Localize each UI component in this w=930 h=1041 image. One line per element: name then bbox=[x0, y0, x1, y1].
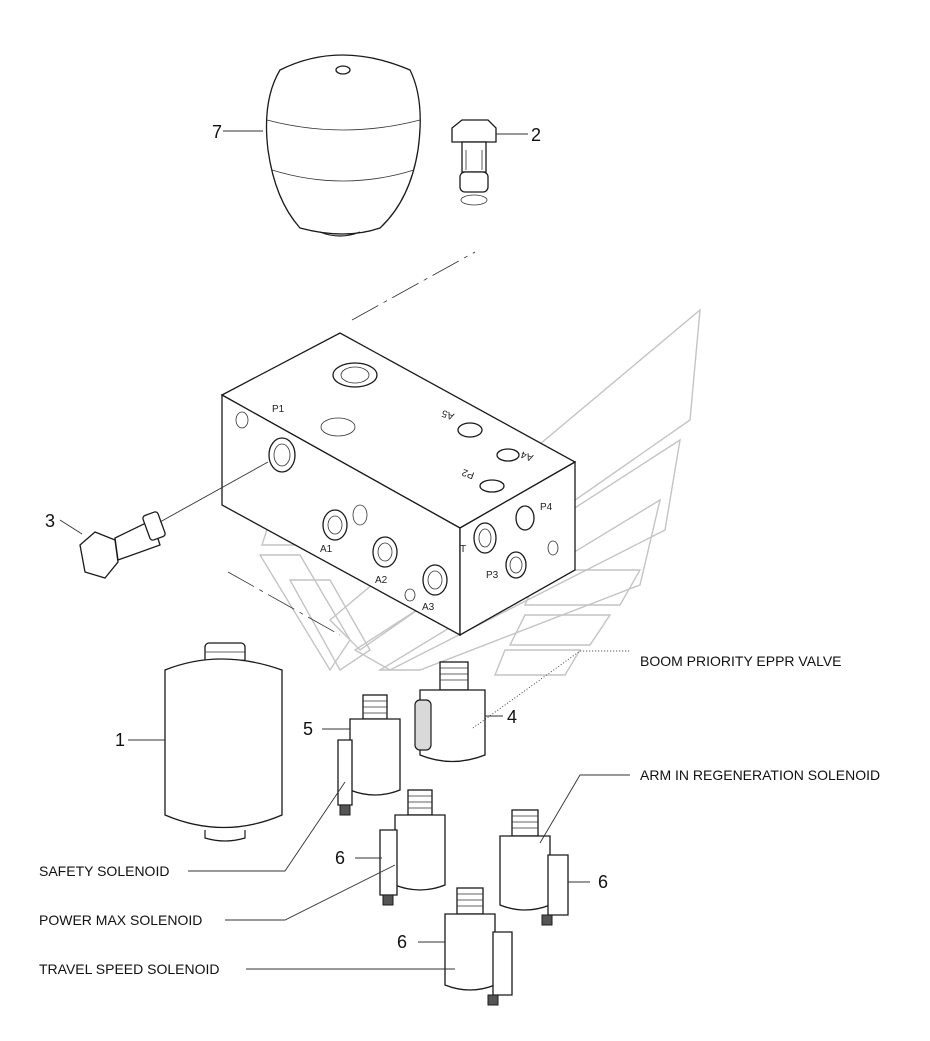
part-number-5: 5 bbox=[303, 719, 313, 739]
callout-boom-priority-eppr-valve: BOOM PRIORITY EPPR VALVE bbox=[640, 653, 842, 669]
callout-travel-speed-solenoid: TRAVEL SPEED SOLENOID bbox=[39, 961, 220, 977]
part-number-7: 7 bbox=[212, 122, 222, 142]
port-label-p4: P4 bbox=[540, 502, 553, 513]
part-number-3: 3 bbox=[45, 511, 55, 531]
filter-part-1 bbox=[164, 642, 283, 842]
part-number-1: 1 bbox=[115, 730, 125, 750]
callout-labels: BOOM PRIORITY EPPR VALVE ARM IN REGENERA… bbox=[39, 653, 880, 977]
port-label-a1: A1 bbox=[320, 544, 333, 555]
part-numbers: 7 2 3 1 5 4 6 6 6 bbox=[45, 122, 608, 952]
port-label-a4: A4 bbox=[519, 448, 535, 463]
part-number-6-travel-speed: 6 bbox=[397, 932, 407, 952]
valve-block bbox=[220, 332, 577, 637]
port-label-p3: P3 bbox=[486, 570, 499, 581]
port-label-p2: P2 bbox=[460, 466, 476, 481]
port-label-a2: A2 bbox=[375, 575, 388, 586]
part-number-6-arm-in: 6 bbox=[598, 872, 608, 892]
part-number-6-power-max: 6 bbox=[335, 848, 345, 868]
port-labels: P1 A5 A4 P2 P4 T P3 A1 A2 A3 bbox=[272, 404, 553, 613]
solenoid-part-6-power-max bbox=[355, 789, 446, 906]
plug-part-2 bbox=[451, 119, 528, 206]
callout-safety-solenoid: SAFETY SOLENOID bbox=[39, 863, 169, 879]
part-number-4: 4 bbox=[507, 707, 517, 727]
solenoid-part-6-travel-speed bbox=[418, 887, 513, 1006]
leader-lines bbox=[59, 130, 630, 970]
callout-arm-in-regeneration-solenoid: ARM IN REGENERATION SOLENOID bbox=[640, 767, 880, 783]
port-label-t: T bbox=[460, 544, 466, 555]
part-number-2: 2 bbox=[531, 125, 541, 145]
eppr-valve-part-4 bbox=[414, 661, 503, 763]
plug-part-3 bbox=[79, 461, 269, 579]
accumulator-part-7 bbox=[265, 54, 421, 237]
solenoid-part-5 bbox=[322, 694, 401, 816]
port-label-p1: P1 bbox=[272, 404, 285, 415]
callout-power-max-solenoid: POWER MAX SOLENOID bbox=[39, 912, 202, 928]
port-label-a3: A3 bbox=[422, 602, 435, 613]
solenoid-part-6-arm-in bbox=[499, 809, 590, 926]
port-label-a5: A5 bbox=[440, 407, 456, 422]
